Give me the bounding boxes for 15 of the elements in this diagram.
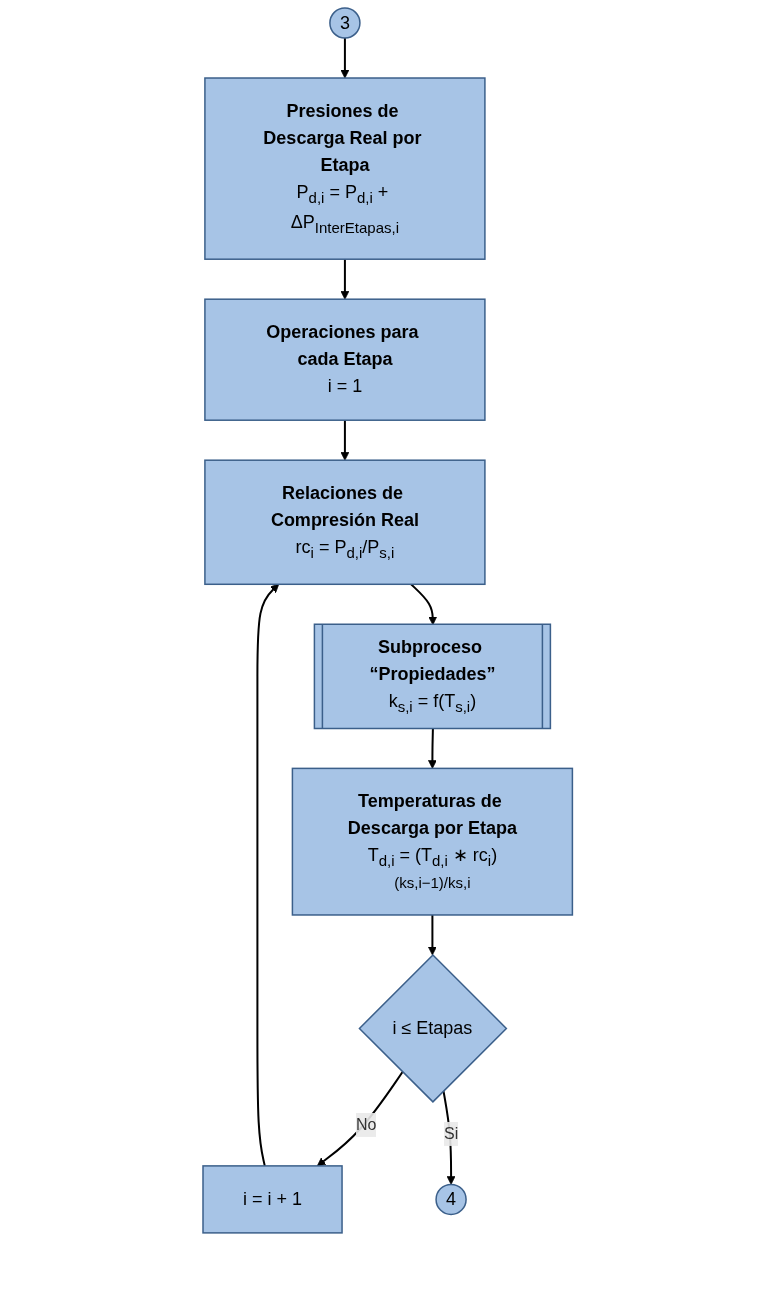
arrow xyxy=(340,258,350,300)
edge-label: No xyxy=(355,1115,377,1133)
node-circle: 4 xyxy=(435,1183,467,1216)
arrow xyxy=(340,419,350,461)
node-box: Operaciones para cada Etapa i = 1 xyxy=(203,298,486,421)
edge-label: Si xyxy=(443,1124,458,1142)
node-circle: 3 xyxy=(328,7,361,39)
node-box: i = i + 1 xyxy=(202,1165,343,1234)
arrow xyxy=(427,913,437,956)
arrow xyxy=(256,583,279,1167)
node-diamond: i ≤ Etapas xyxy=(358,953,508,1103)
arrow xyxy=(316,1071,404,1167)
node-box: Presiones de Descarga Real por Etapa P$_{d,i}$ = P$_{d,i}$ + ΔP$_{InterEtapas,i}$ xyxy=(203,77,486,260)
arrow xyxy=(340,37,350,79)
node-box: Relaciones de Compresión Real rc$_{i}$ = P$_{d,i}$/P$_{s,i}$ xyxy=(203,459,486,586)
